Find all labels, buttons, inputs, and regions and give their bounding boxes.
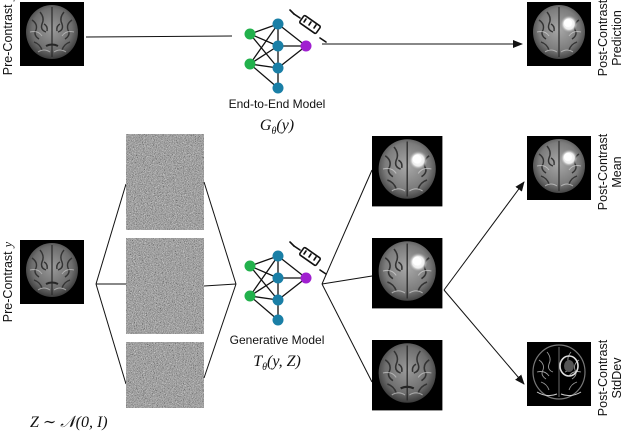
top-output-label-1: Post-Contrast [596,0,610,76]
bottom-input-label: Pre-Contrasty [1,241,15,322]
top-output-label-2: Prediction [610,10,624,66]
noise-image-3 [126,342,204,408]
noise-distribution-formula: Z ∼ 𝒩(0, I) [30,414,108,431]
sample-image-3 [370,338,444,412]
bottom-model-formula: Tθ(y, Z) [253,353,301,373]
stddev-brain-image [526,341,592,407]
bottom-row: Pre-Contrasty Z ∼ 𝒩(0, I) [1,133,624,431]
noise-image-2 [126,238,204,334]
top-row: Pre-Contrasty End-to-End Model Gθ(y) Pos… [1,0,624,137]
stddev-label-1: Post-Contrast [596,339,610,416]
top-model-formula: Gθ(y) [260,117,294,137]
model-to-samples-lines [321,169,373,383]
input-to-noise-lines [95,183,127,385]
noise-to-model-lines [203,181,237,379]
top-model-name: End-to-End Model [229,97,326,111]
sample-image-2 [371,237,444,310]
top-input-brain-image [19,1,85,67]
bottom-network-icon [243,241,327,327]
mean-brain-image [526,135,592,201]
top-input-connector [85,35,233,38]
noise-image-1 [126,134,204,230]
bottom-model-name: Generative Model [230,333,325,347]
bottom-input-brain-image [19,239,85,305]
sample-image-1 [371,135,444,208]
stddev-label-2: StdDev [610,357,624,399]
mean-label-2: Mean [610,156,624,187]
top-network-icon [243,9,327,95]
top-input-label: Pre-Contrasty [1,0,15,75]
mean-label-1: Post-Contrast [596,133,610,210]
samples-to-mean-arrow [443,181,525,291]
samples-to-std-arrow [443,289,525,385]
top-output-brain-image [526,1,592,67]
